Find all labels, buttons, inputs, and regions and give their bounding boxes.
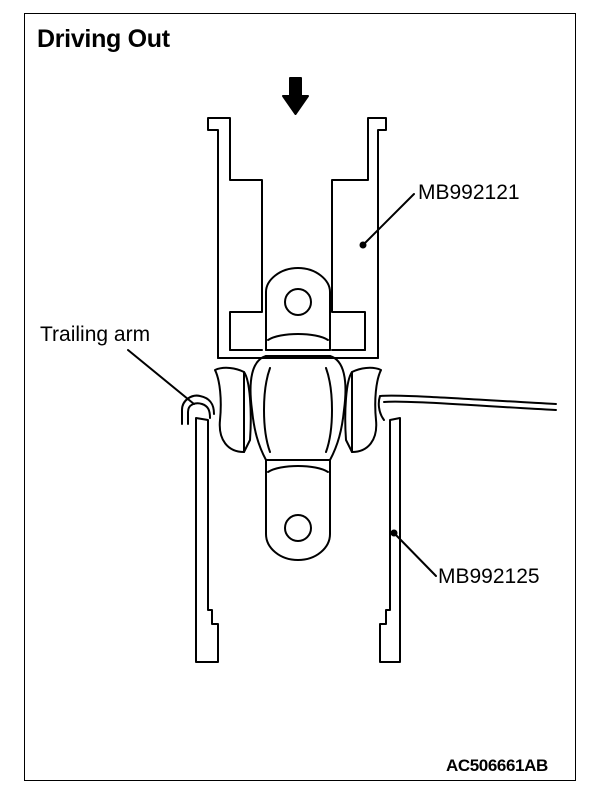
- leader-mb992121-dot: [359, 241, 367, 249]
- tool-mb992121-right: [331, 117, 387, 359]
- trailing-arm-left: [181, 394, 215, 425]
- leader-mb992125-dot: [390, 529, 398, 537]
- bushing-barrel: [249, 355, 347, 461]
- bushing-flange-left: [214, 366, 245, 453]
- figure-title: Driving Out: [37, 25, 170, 53]
- tool-mb992121-left: [207, 117, 263, 359]
- collar-top: [265, 267, 331, 351]
- collar-bottom-hole: [284, 514, 312, 542]
- bushing-barrel-core: [263, 355, 333, 461]
- tool-mb992125-right: [379, 417, 401, 663]
- figure-code: AC506661AB: [446, 756, 548, 775]
- figure-frame: [24, 13, 576, 781]
- tool-mb992125-left: [195, 417, 219, 663]
- press-arrow-icon: [282, 77, 309, 115]
- tool-mb992121-lip: [217, 349, 379, 359]
- label-trailing-arm: Trailing arm: [40, 323, 151, 346]
- leader-mb992125: [393, 532, 437, 577]
- collar-top-band: [265, 333, 331, 351]
- collar-bottom: [265, 459, 331, 561]
- bushing-flange-right: [351, 366, 382, 453]
- trailing-arm-right: [377, 394, 557, 421]
- leader-trailing-arm: [127, 349, 195, 405]
- collar-top-hole: [284, 288, 312, 316]
- leader-mb992121: [362, 193, 415, 246]
- label-mb992121: MB992121: [418, 181, 520, 204]
- label-mb992125: MB992125: [438, 565, 540, 588]
- collar-bottom-band: [267, 465, 329, 473]
